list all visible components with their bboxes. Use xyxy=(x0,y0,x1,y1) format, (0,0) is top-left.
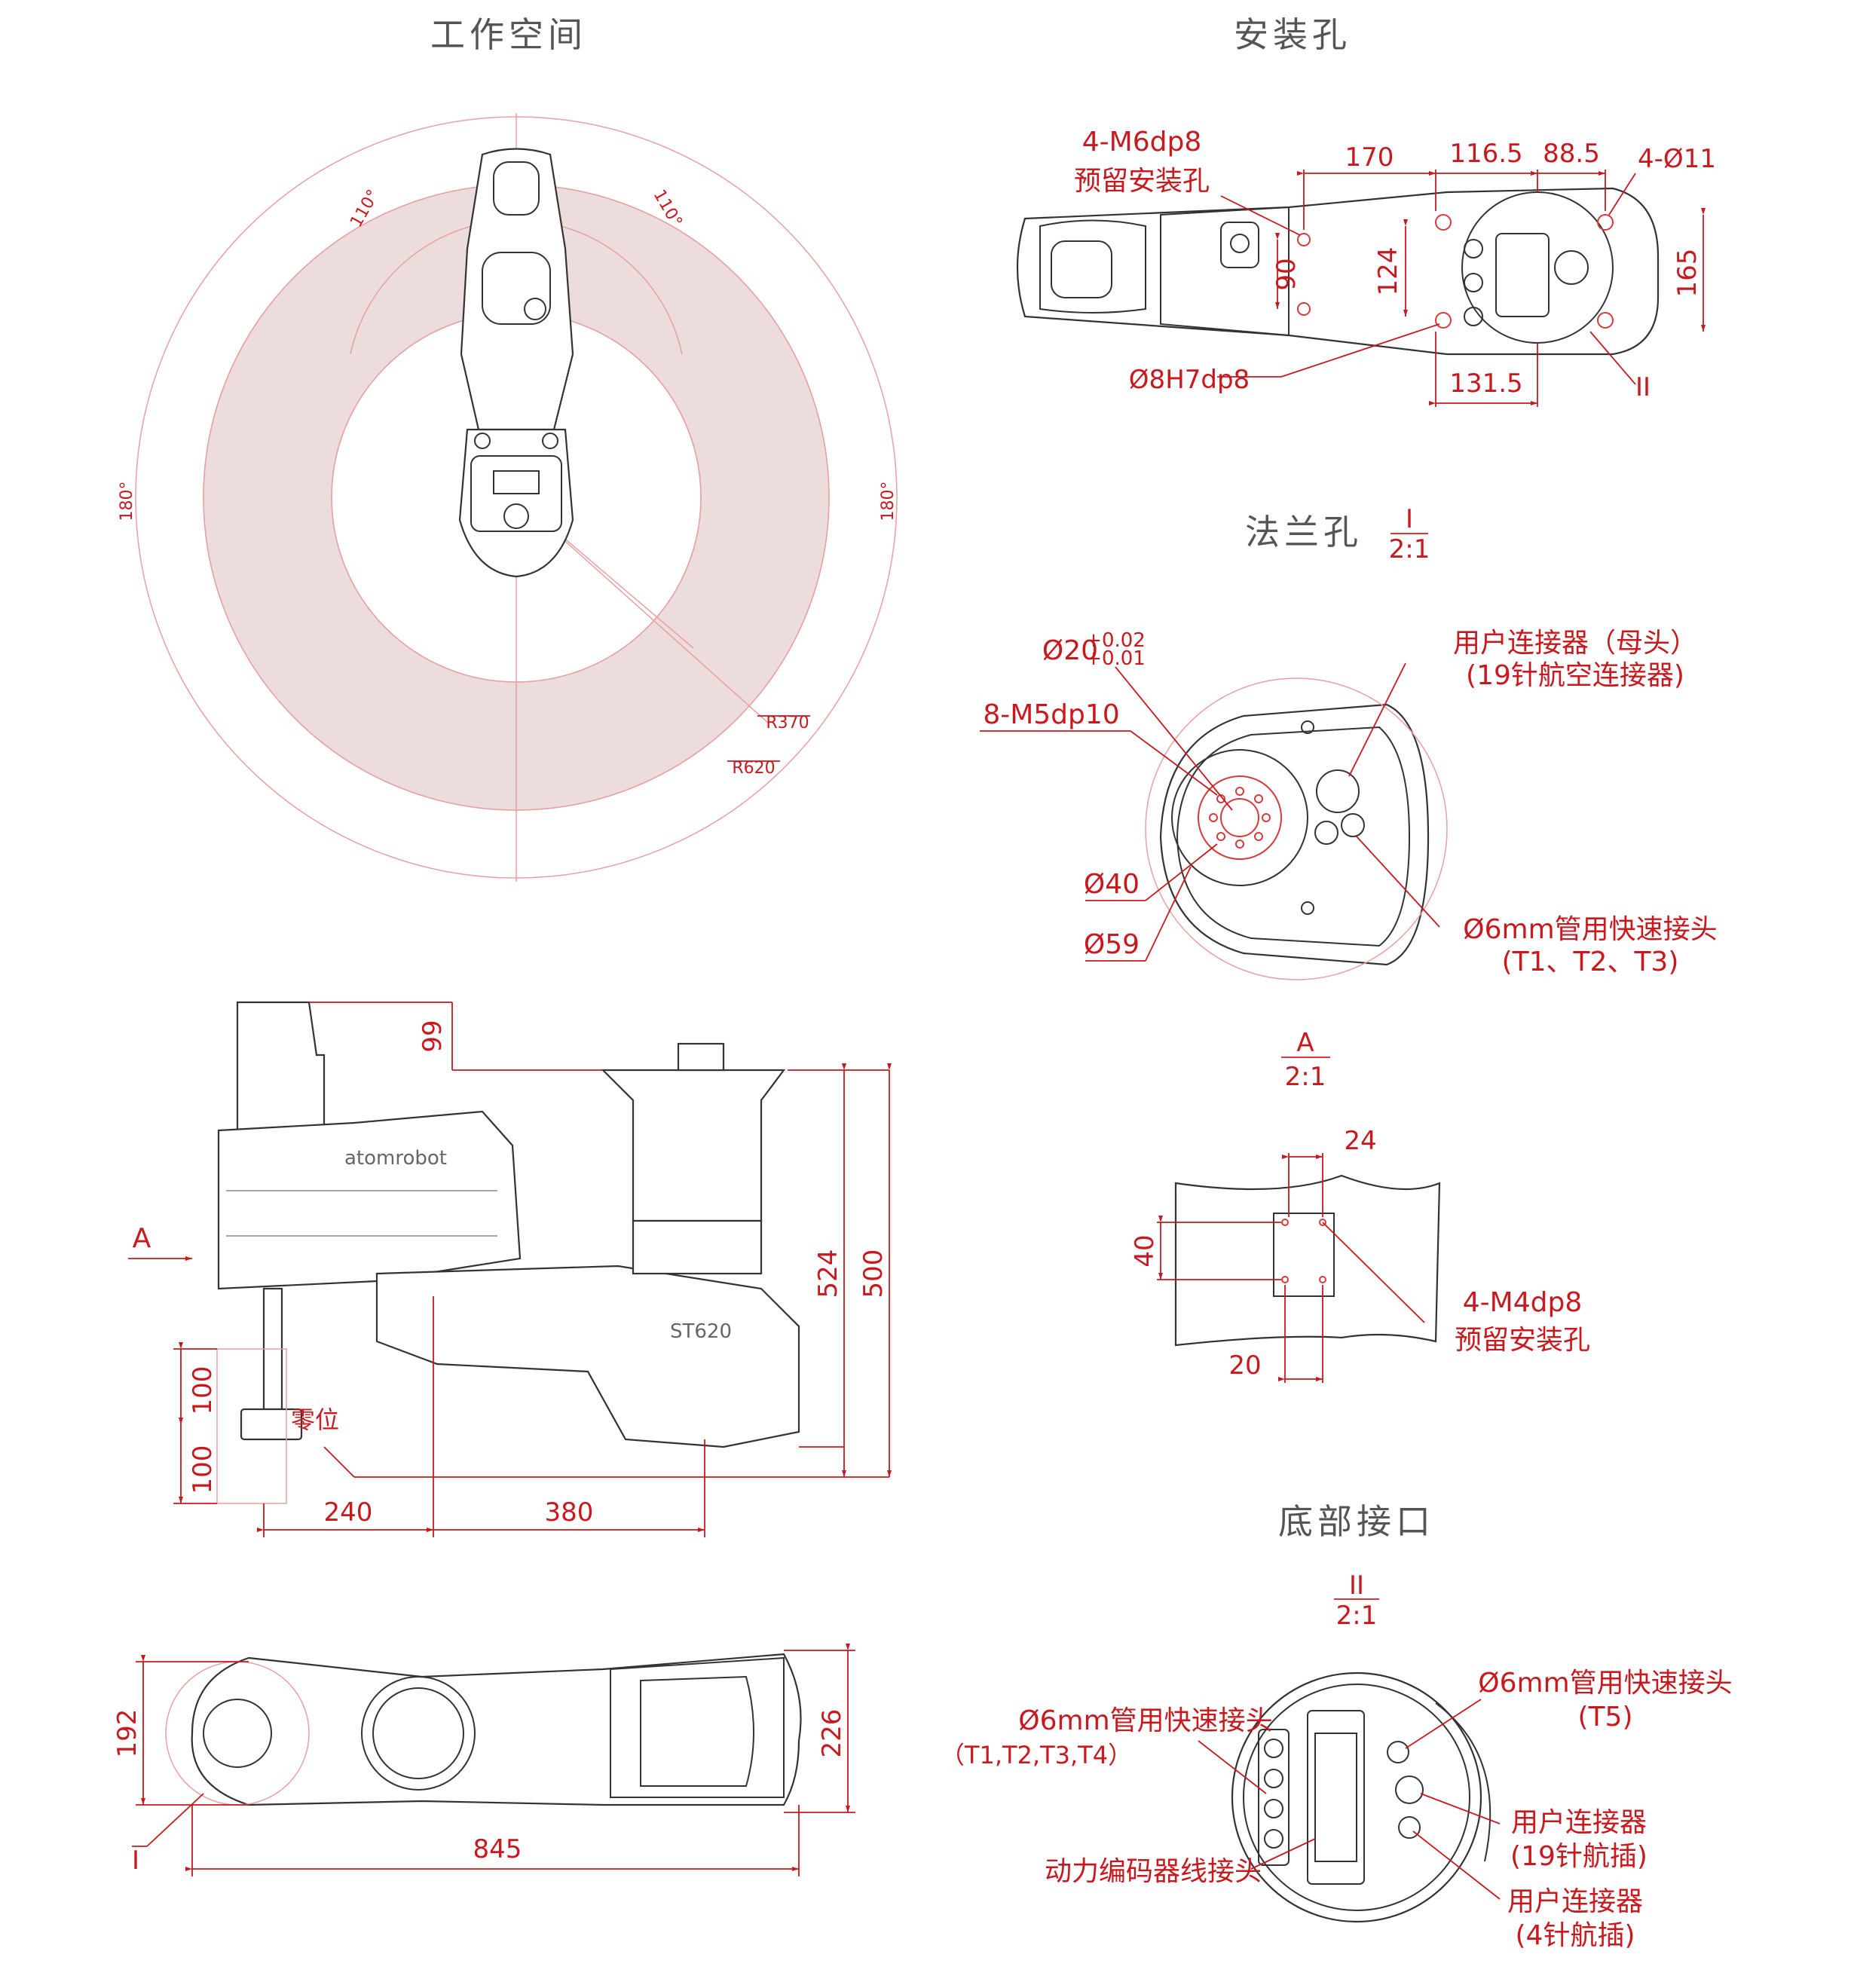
flange-d40-label: Ø40 xyxy=(1084,869,1140,900)
flange-view: Ø20 +0.02 +0.01 8-M5dp10 Ø40 Ø59 用户连接器（母… xyxy=(980,628,1718,980)
title-flange-holes: 法兰孔 xyxy=(1245,512,1363,552)
bottom-user-connector-4: 用户连接器 xyxy=(1507,1886,1643,1917)
dim-131-5: 131.5 xyxy=(1449,369,1522,399)
dim-845: 845 xyxy=(473,1834,522,1864)
flange-quick-fitting-sub: (T1、T2、T3) xyxy=(1502,947,1679,977)
title-mounting-holes: 安装孔 xyxy=(1234,14,1351,55)
dim-100-top: 100 xyxy=(188,1366,218,1415)
flange-d59-label: Ø59 xyxy=(1084,929,1140,960)
dim-170: 170 xyxy=(1345,142,1394,173)
bottom-user-connector-4-sub: (4针航插) xyxy=(1516,1920,1635,1951)
svg-text:2:1: 2:1 xyxy=(1285,1062,1326,1092)
angle-left-180: 180° xyxy=(118,482,136,521)
view-a: 24 40 20 4-M4dp8 预留安装孔 xyxy=(1130,1126,1590,1383)
workspace-view: 110° 110° 180° 180° R370 R620 xyxy=(118,113,898,882)
flange-tapped-label: 8-M5dp10 xyxy=(983,699,1119,730)
dim-90: 90 xyxy=(1271,258,1302,290)
bottom-quick-fitting-left: Ø6mm管用快速接头 xyxy=(1018,1705,1272,1736)
dim-192: 192 xyxy=(112,1709,142,1758)
scale-view-a: A 2:1 xyxy=(1281,1028,1330,1092)
view-a-tapped-label: 4-M4dp8 xyxy=(1463,1287,1582,1318)
view-arrow-a: A xyxy=(133,1223,151,1254)
pin-hole-label: Ø8H7dp8 xyxy=(1129,365,1250,395)
svg-text:2:1: 2:1 xyxy=(1389,534,1430,564)
mounting-view: 170 116.5 88.5 4-Ø11 90 124 165 4-M6dp8 … xyxy=(1016,127,1716,407)
bottom-quick-fitting-left-sub: （T1,T2,T3,T4） xyxy=(941,1741,1132,1769)
bottom-user-connector-19-sub: (19针航插) xyxy=(1510,1841,1647,1872)
dim-124: 124 xyxy=(1373,247,1403,296)
dim-165: 165 xyxy=(1672,249,1703,298)
tapped-holes-label: 4-M6dp8 xyxy=(1082,127,1201,158)
title-workspace: 工作空间 xyxy=(430,14,587,55)
brand-label: atomrobot xyxy=(344,1147,447,1170)
dim-40: 40 xyxy=(1130,1234,1160,1267)
dim-240: 240 xyxy=(324,1497,373,1528)
top-view: 192 226 845 I xyxy=(112,1644,855,1876)
dim-226: 226 xyxy=(817,1709,847,1758)
dim-88-5: 88.5 xyxy=(1543,139,1600,169)
dim-380: 380 xyxy=(545,1497,594,1528)
side-view: atomrobot ST620 99 524 500 A 100 100 零位 xyxy=(128,1001,892,1537)
view-mark-i: I xyxy=(132,1846,139,1876)
svg-text:I: I xyxy=(1406,504,1413,534)
angle-right-180: 180° xyxy=(879,482,898,521)
view-a-reserved-label: 预留安装孔 xyxy=(1455,1325,1590,1356)
svg-text:2:1: 2:1 xyxy=(1336,1601,1378,1631)
svg-text:II: II xyxy=(1349,1571,1364,1601)
bottom-user-connector-19: 用户连接器 xyxy=(1511,1807,1647,1838)
dim-116-5: 116.5 xyxy=(1449,139,1522,169)
scale-flange: I 2:1 xyxy=(1389,504,1430,564)
view-mark-ii: II xyxy=(1635,372,1651,402)
dim-20: 20 xyxy=(1228,1350,1261,1381)
flange-quick-fitting-label: Ø6mm管用快速接头 xyxy=(1463,914,1717,945)
through-holes-label: 4-Ø11 xyxy=(1638,144,1716,174)
dim-500: 500 xyxy=(858,1249,889,1298)
flange-d20-tol-lower: +0.01 xyxy=(1085,647,1146,670)
bottom-quick-fitting-right-sub: (T5) xyxy=(1578,1702,1633,1733)
bottom-power-encoder: 动力编码器线接头 xyxy=(1045,1856,1262,1887)
flange-d20-tol-upper: +0.02 xyxy=(1085,629,1146,652)
flange-user-connector-sub: (19针航空连接器) xyxy=(1466,660,1684,691)
reserved-holes-label: 预留安装孔 xyxy=(1074,166,1210,197)
scale-bottom: II 2:1 xyxy=(1334,1571,1379,1631)
title-bottom-interface: 底部接口 xyxy=(1278,1501,1435,1542)
dim-24: 24 xyxy=(1344,1126,1376,1156)
flange-user-connector-label: 用户连接器（母头） xyxy=(1453,628,1697,659)
radius-r370: R370 xyxy=(766,714,809,733)
flange-d20-label: Ø20 xyxy=(1042,635,1098,666)
radius-r620: R620 xyxy=(732,759,775,778)
dim-99: 99 xyxy=(418,1020,448,1052)
zero-position-label: 零位 xyxy=(291,1405,339,1434)
bottom-quick-fitting-right: Ø6mm管用快速接头 xyxy=(1478,1668,1732,1699)
svg-text:A: A xyxy=(1296,1028,1314,1058)
dim-100-bottom: 100 xyxy=(188,1445,218,1494)
dim-524: 524 xyxy=(813,1249,843,1298)
bottom-interface-view: Ø6mm管用快速接头 （T1,T2,T3,T4） 动力编码器线接头 Ø6mm管用… xyxy=(941,1668,1733,1951)
model-label: ST620 xyxy=(670,1320,732,1343)
